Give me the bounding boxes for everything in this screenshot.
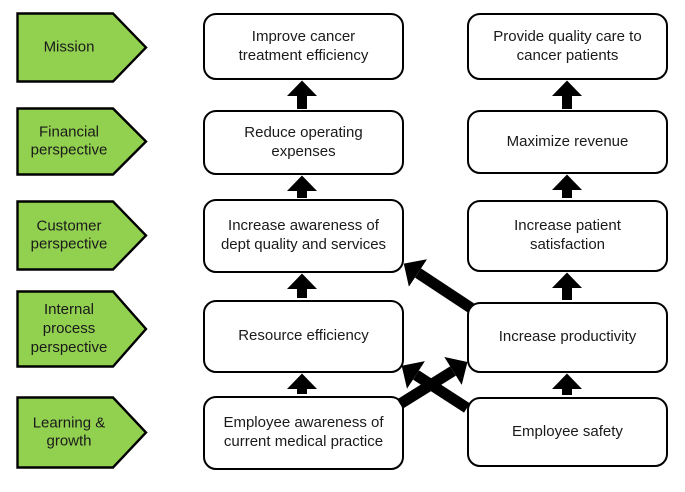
perspective-label-learning: Learning & growth xyxy=(32,413,106,450)
perspective-label-learning-growth: Internal process perspective xyxy=(30,300,108,356)
perspective-label-customer: Customer perspective xyxy=(30,216,108,253)
arrow-employee-safety-to-resource-efficiency xyxy=(401,361,470,413)
node-resource-efficiency: Resource efficiency xyxy=(203,300,404,373)
perspective-label-financial: Financial perspective xyxy=(30,122,108,159)
perspective-learning-growth: Learning & growth xyxy=(16,396,148,469)
node-provide-quality-care: Provide quality care to cancer patients xyxy=(467,13,668,80)
node-increase-productivity: Increase productivity xyxy=(467,302,668,373)
perspective-mission: Mission xyxy=(16,12,148,83)
node-employee-safety: Employee safety xyxy=(467,397,668,467)
perspective-label-mission: Mission xyxy=(43,38,95,56)
arrow-productivity-to-awareness xyxy=(403,259,475,313)
perspective-customer: Customer perspective xyxy=(16,200,148,271)
node-maximize-revenue: Maximize revenue xyxy=(467,110,668,174)
perspective-financial: Financial perspective xyxy=(16,107,148,176)
node-increase-patient-satisfaction: Increase patient satisfaction xyxy=(467,200,668,272)
node-reduce-operating-expenses: Reduce operating expenses xyxy=(203,110,404,175)
pentagon-arrow-icon xyxy=(16,290,148,368)
perspective-internal-process: Internal process perspective xyxy=(16,290,148,368)
pentagon-arrow-icon xyxy=(16,107,148,176)
arrow-employee-awareness-to-productivity xyxy=(397,356,468,409)
node-employee-awareness-medical-practice: Employee awareness of current medical pr… xyxy=(203,396,404,470)
node-increase-awareness-dept-quality: Increase awareness of dept quality and s… xyxy=(203,199,404,273)
pentagon-arrow-icon xyxy=(16,200,148,271)
pentagon-arrow-icon xyxy=(16,12,148,83)
node-improve-cancer-treatment-efficiency: Improve cancer treatment efficiency xyxy=(203,13,404,80)
pentagon-arrow-icon xyxy=(16,396,148,469)
